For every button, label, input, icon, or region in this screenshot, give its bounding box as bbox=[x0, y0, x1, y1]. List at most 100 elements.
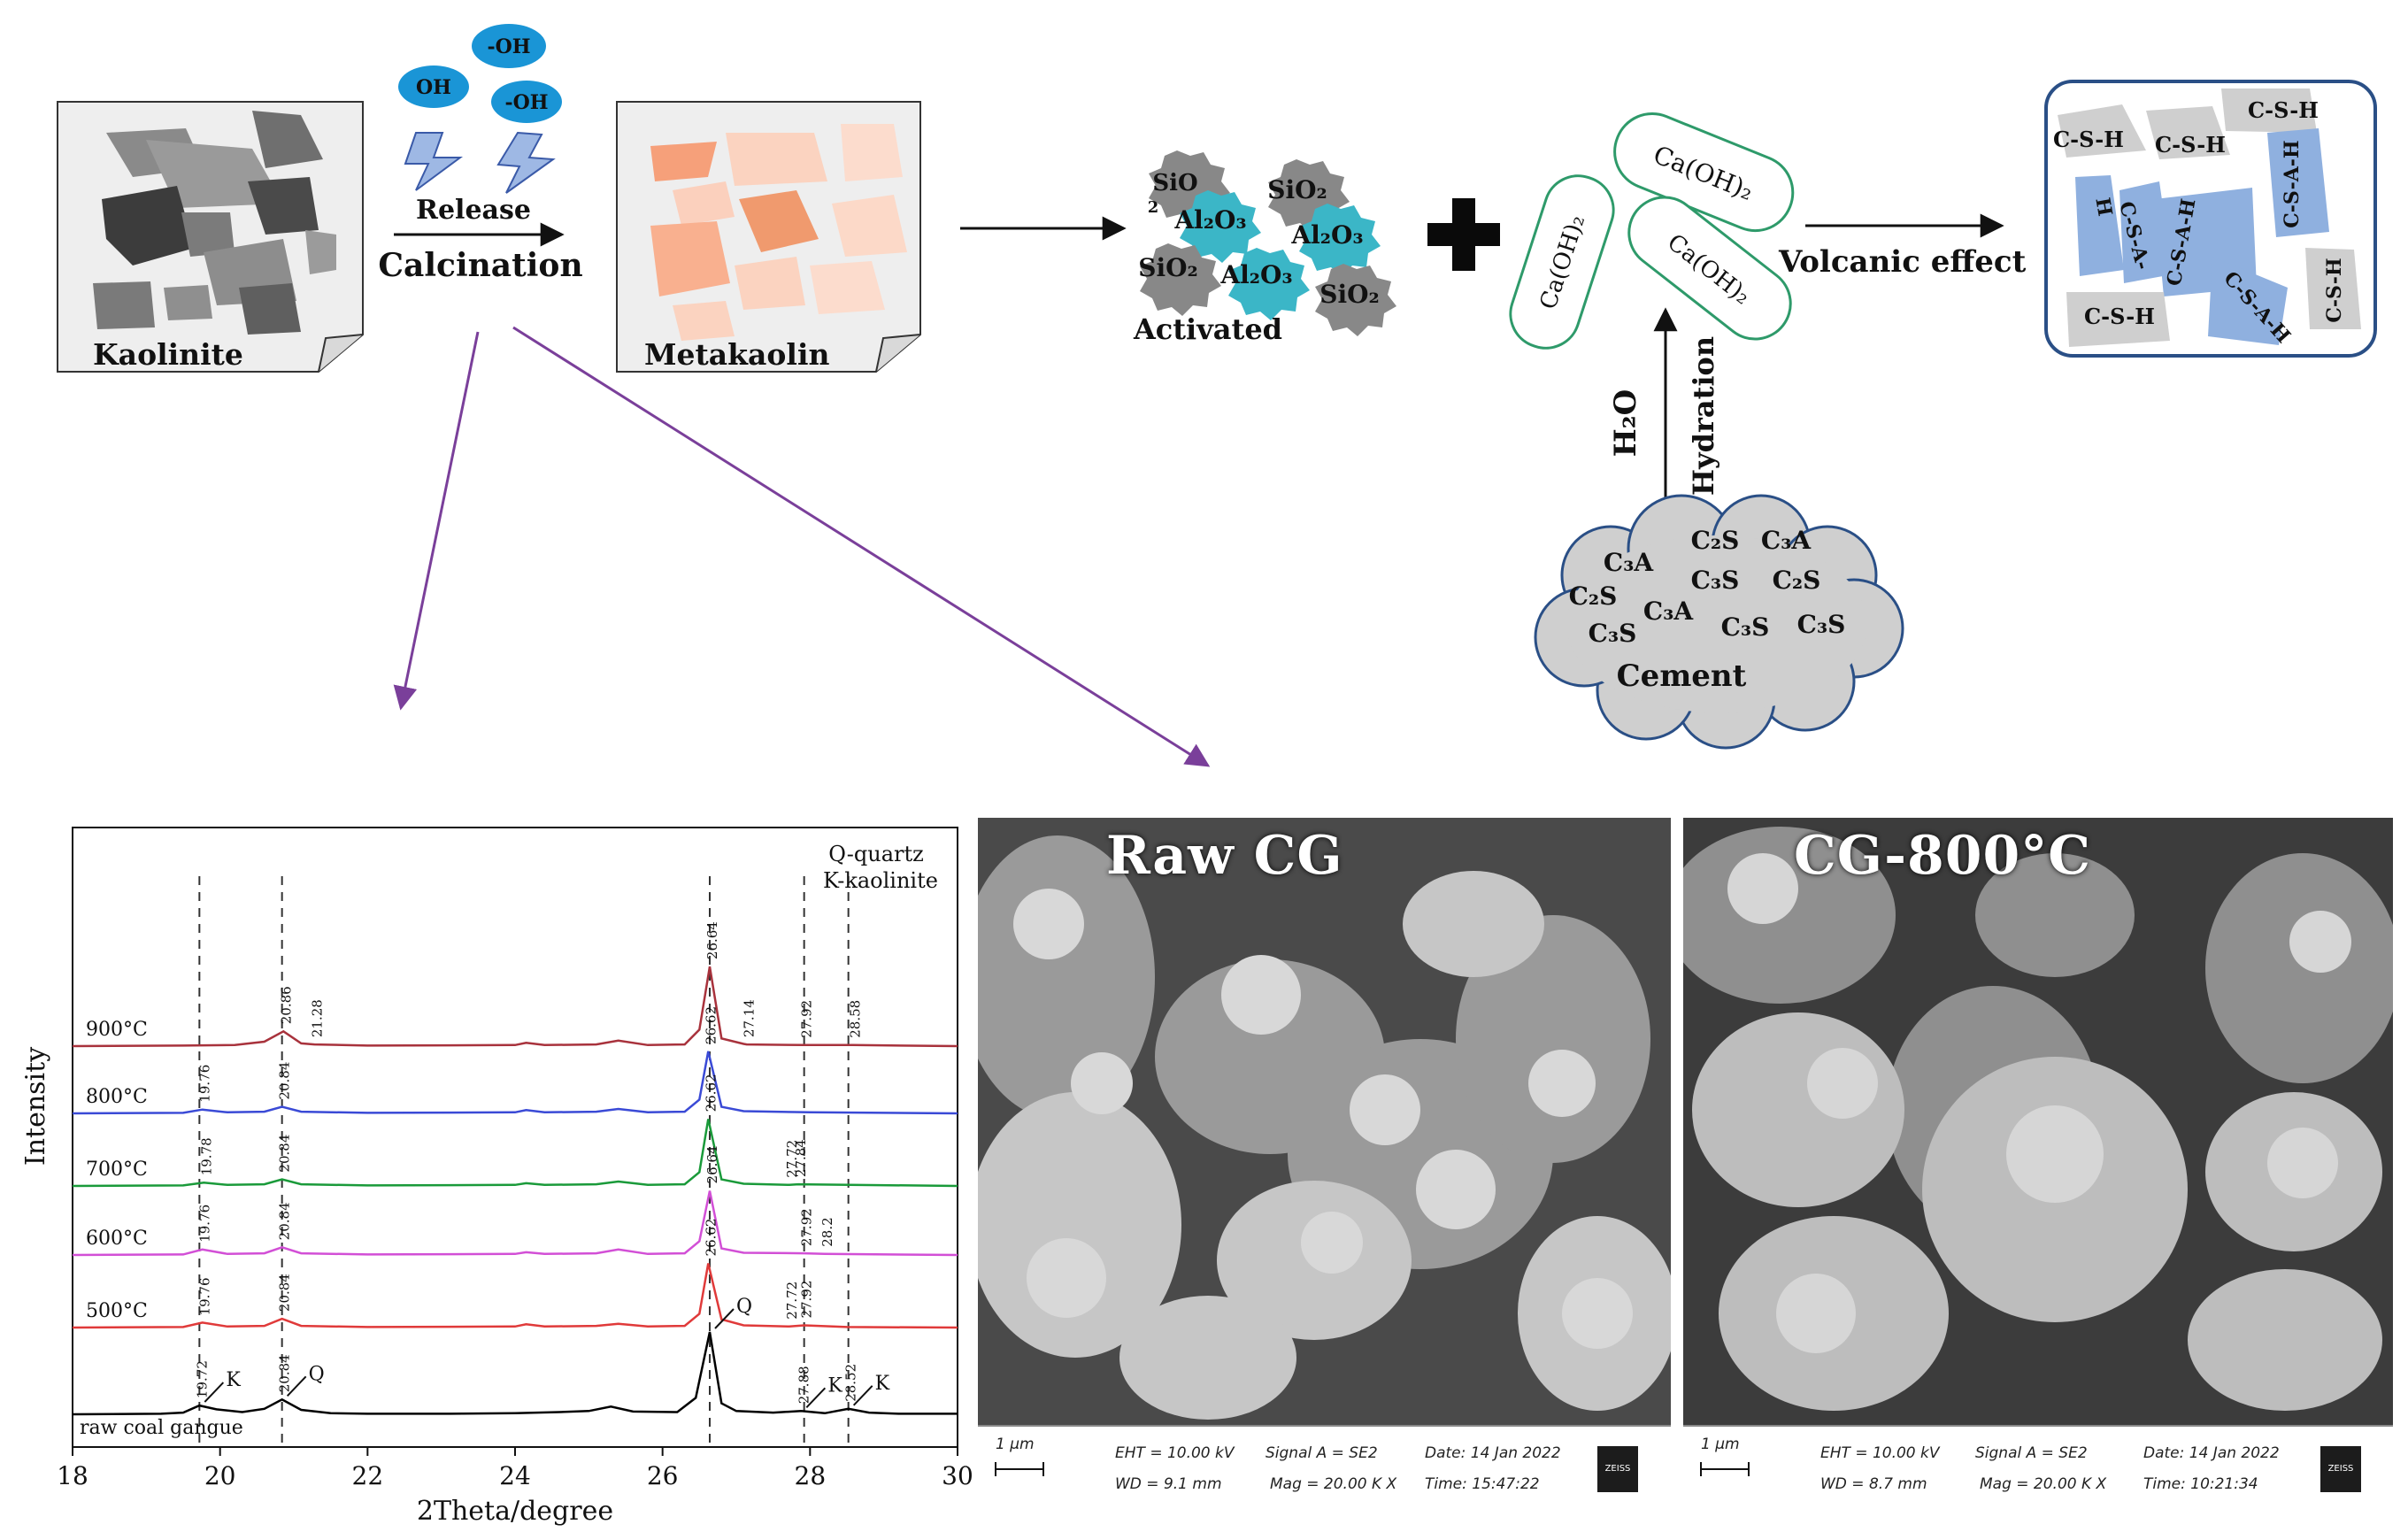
peak-label-16: 26.62 bbox=[703, 1074, 719, 1112]
sem-signal-800: Signal A = SE2 bbox=[1975, 1444, 2088, 1462]
hydration-label: Hydration bbox=[1687, 336, 1720, 496]
series-label-2: 600°C bbox=[86, 1228, 148, 1250]
oxide-sub-2: 2 bbox=[1148, 198, 1159, 217]
series-label-4: 800°C bbox=[86, 1086, 148, 1108]
metakaolin-card: Metakaolin bbox=[616, 101, 921, 373]
cement-phase-2: C₂S bbox=[1691, 526, 1740, 555]
phase-mark-4: K bbox=[875, 1373, 890, 1395]
oxide-label-6: Al₂O₃ bbox=[1219, 260, 1292, 289]
series-label-5: 900°C bbox=[86, 1019, 148, 1041]
cement-phase-3: C₃A bbox=[1761, 526, 1812, 555]
cement-phase-9: C₃S bbox=[1721, 612, 1770, 642]
cement-cloud: C₃A C₂S C₃A C₂S C₃S C₂S C₃A C₃S C₃S C₃S … bbox=[1534, 494, 1904, 750]
series-line-4 bbox=[72, 1051, 958, 1115]
peak-label-22: 20.86 bbox=[278, 986, 294, 1024]
sem-panel-800: CG-800°C 1 μm EHT = 10.00 kV WD = 8.7 mm… bbox=[1683, 818, 2393, 1517]
legend-quartz: Q-quartz bbox=[828, 842, 924, 866]
volcanic-label: Volcanic effect bbox=[1778, 244, 2027, 280]
sem-micrograph-raw bbox=[978, 818, 1671, 1427]
series-line-3 bbox=[72, 1119, 958, 1188]
oxide-label-5: SiO₂ bbox=[1138, 253, 1198, 282]
plus-icon bbox=[1427, 198, 1500, 271]
peak-label-2: 27.88 bbox=[796, 1366, 812, 1404]
zeiss-logo: ZEISS bbox=[1597, 1446, 1638, 1492]
scale-bar-icon bbox=[1700, 1462, 1750, 1476]
product-box: C-S-H C-S-H C-S-H C-S-A-H H C-S-A-H C-S-… bbox=[2044, 80, 2377, 358]
peak-label-3: 28.52 bbox=[843, 1364, 859, 1402]
cement-phase-5: C₃S bbox=[1691, 566, 1740, 595]
peak-label-15: 20.84 bbox=[277, 1135, 293, 1173]
product-label-1: C-S-H bbox=[2053, 127, 2124, 152]
sem-eht-800: EHT = 10.00 kV bbox=[1820, 1444, 1940, 1462]
phase-mark-2: Q bbox=[736, 1296, 752, 1318]
oxide-label-1: SiO bbox=[1152, 170, 1197, 196]
sem-panel-raw: Raw CG 1 μm EHT = 10.00 kV WD = 9.1 mm S… bbox=[978, 818, 1671, 1517]
process-diagram: Kaolinite -OH OH -OH Release Calcination… bbox=[57, 24, 2377, 767]
sem-eht-raw: EHT = 10.00 kV bbox=[1115, 1444, 1235, 1462]
peak-label-5: 20.84 bbox=[277, 1274, 293, 1312]
peak-label-14: 19.78 bbox=[198, 1137, 214, 1175]
cement-phase-1: C₃A bbox=[1604, 548, 1655, 577]
sem-databar-800: 1 μm EHT = 10.00 kV WD = 8.7 mm Signal A… bbox=[1683, 1425, 2393, 1517]
phase-mark-3: K bbox=[827, 1374, 842, 1397]
callout-arrow-sem bbox=[512, 326, 1211, 767]
activated-label: Activated bbox=[1133, 312, 1282, 346]
peak-label-23: 21.28 bbox=[309, 999, 325, 1037]
x-tick-label-6: 30 bbox=[942, 1461, 973, 1490]
x-axis-label: 2Theta/degree bbox=[417, 1496, 613, 1527]
kaolinite-label: Kaolinite bbox=[93, 337, 243, 372]
oh-label-1: -OH bbox=[487, 35, 530, 58]
calcination-label: Calcination bbox=[378, 247, 582, 284]
callout-arrow-xrd bbox=[393, 331, 480, 711]
peak-label-21: 26.62 bbox=[703, 1006, 719, 1044]
cement-phase-8: C₃S bbox=[1589, 619, 1637, 648]
phase-pointer-2 bbox=[714, 1308, 735, 1329]
phase-pointer-3 bbox=[805, 1387, 827, 1408]
kaolinite-card: Kaolinite bbox=[57, 101, 364, 373]
x-tick-label-3: 24 bbox=[499, 1461, 531, 1490]
sem-scale-raw: 1 μm bbox=[996, 1436, 1035, 1453]
sem-wd-raw: WD = 9.1 mm bbox=[1115, 1475, 1222, 1493]
peak-label-12: 27.92 bbox=[799, 1208, 815, 1246]
sem-databar-raw: 1 μm EHT = 10.00 kV WD = 9.1 mm Signal A… bbox=[978, 1425, 1671, 1517]
product-label-2: C-S-H bbox=[2155, 132, 2226, 158]
sem-mag-800: Mag = 20.00 K X bbox=[1980, 1475, 2107, 1493]
sem-wd-800: WD = 8.7 mm bbox=[1820, 1475, 1927, 1493]
sem-scale-800: 1 μm bbox=[1701, 1436, 1740, 1453]
scale-bar-icon bbox=[995, 1462, 1044, 1476]
sem-micrograph-800 bbox=[1683, 818, 2393, 1427]
oh-group: -OH OH -OH bbox=[398, 24, 562, 194]
oxide-label-2: Al₂O₃ bbox=[1173, 205, 1246, 235]
series-label-1: 500°C bbox=[86, 1300, 148, 1322]
product-label-5: H bbox=[2090, 196, 2116, 218]
series-line-2 bbox=[72, 1190, 958, 1257]
x-tick-label-0: 18 bbox=[57, 1461, 88, 1490]
legend-kaolinite: K-kaolinite bbox=[823, 868, 938, 893]
sem-date-raw: Date: 14 Jan 2022 bbox=[1425, 1444, 1561, 1462]
sem-title-800: CG-800°C bbox=[1794, 825, 2092, 887]
peak-label-11: 26.64 bbox=[704, 1146, 720, 1184]
phase-pointer-1 bbox=[286, 1375, 307, 1397]
peak-label-6: 26.62 bbox=[703, 1219, 719, 1257]
sem-time-raw: Time: 15:47:22 bbox=[1425, 1475, 1540, 1493]
cement-label: Cement bbox=[1617, 658, 1747, 694]
peak-label-9: 19.76 bbox=[197, 1205, 213, 1243]
lightning-icon bbox=[404, 132, 464, 191]
phase-pointer-4 bbox=[852, 1385, 873, 1406]
plot-frame bbox=[72, 827, 958, 1448]
lightning-icon bbox=[496, 131, 556, 194]
x-tick-label-5: 28 bbox=[795, 1461, 827, 1490]
peak-label-13: 28.2 bbox=[819, 1217, 835, 1246]
h2o-label: H₂O bbox=[1608, 389, 1643, 458]
peak-label-0: 19.72 bbox=[194, 1360, 210, 1398]
oh-label-2: OH bbox=[416, 76, 451, 99]
cement-phase-10: C₃S bbox=[1797, 610, 1846, 639]
oxide-label-4: Al₂O₃ bbox=[1290, 220, 1363, 250]
x-tick-label-4: 26 bbox=[647, 1461, 679, 1490]
oxide-label-3: SiO₂ bbox=[1267, 175, 1327, 204]
sem-mag-raw: Mag = 20.00 K X bbox=[1270, 1475, 1397, 1493]
peak-label-27: 28.58 bbox=[848, 1000, 864, 1038]
peak-label-4: 19.76 bbox=[197, 1277, 213, 1315]
series-line-1 bbox=[72, 1263, 958, 1329]
peak-label-18: 27.84 bbox=[793, 1139, 809, 1177]
